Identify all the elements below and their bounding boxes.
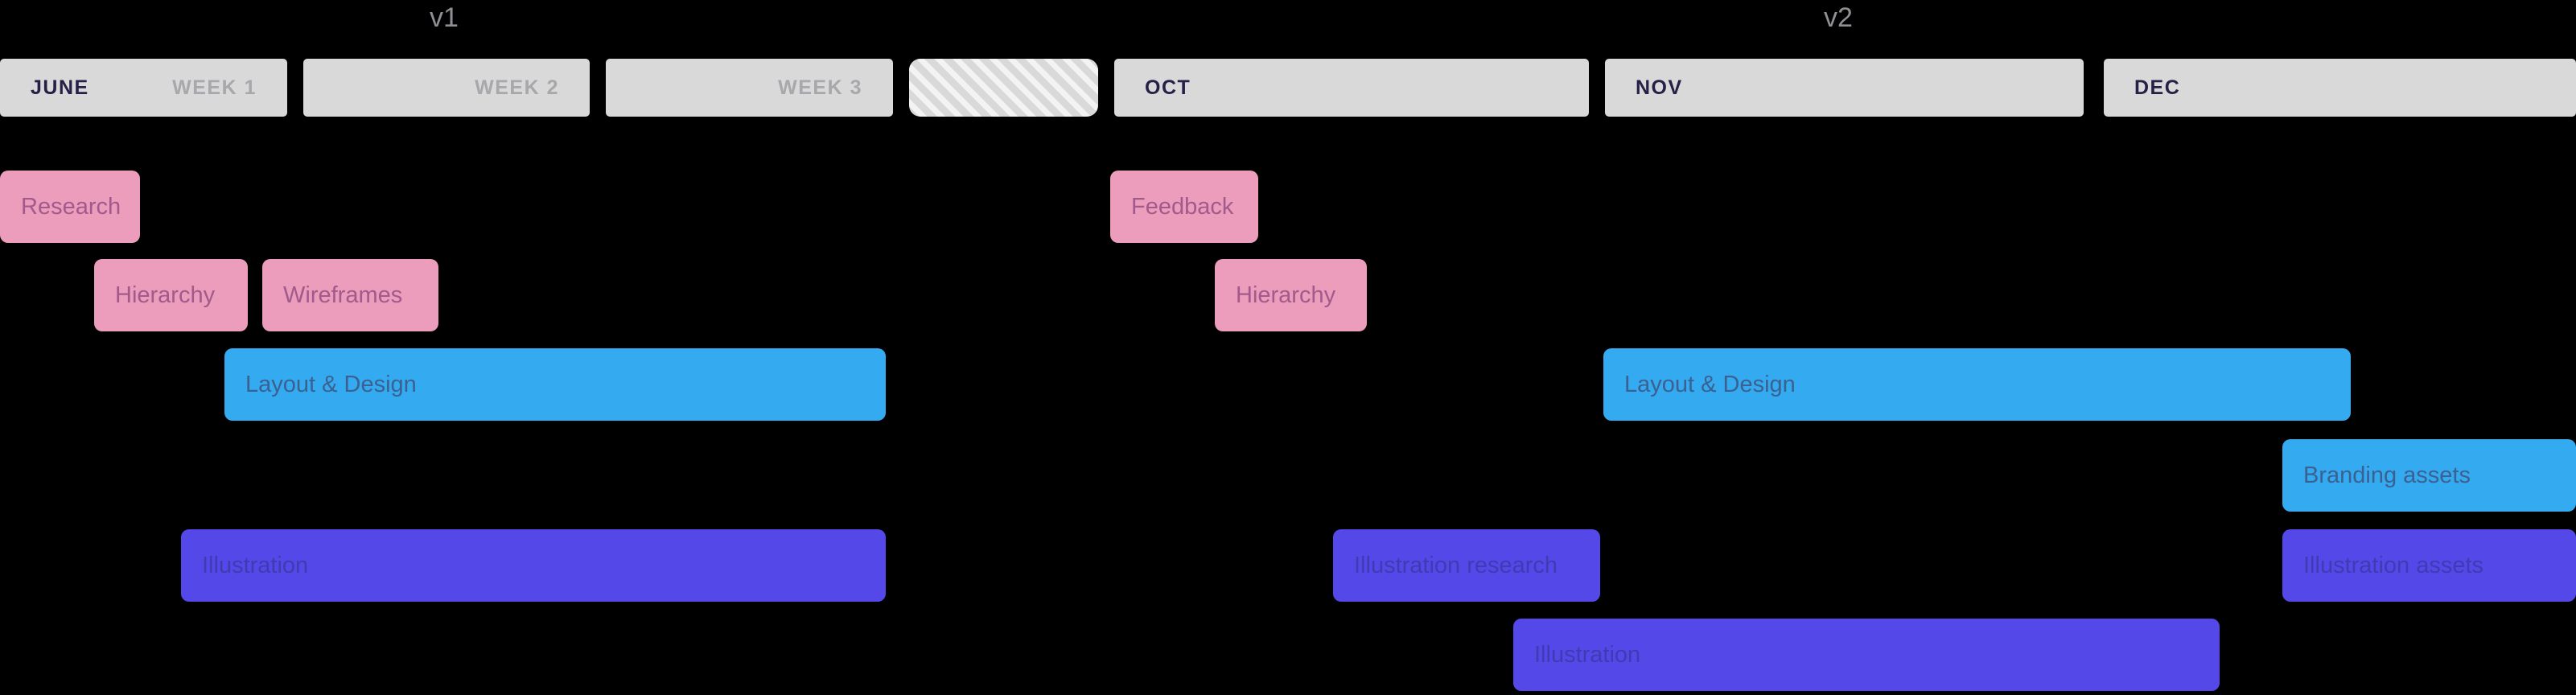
week-label: WEEK 1 <box>172 76 257 99</box>
timeline-header-hatched-gap <box>909 59 1098 117</box>
month-label: DEC <box>2134 76 2181 99</box>
task-bar-illustration[interactable]: Illustration <box>1513 619 2220 691</box>
task-bar-layout-design[interactable]: Layout & Design <box>224 348 886 421</box>
task-bar-illustration[interactable]: Illustration <box>181 529 886 602</box>
timeline-header-oct: OCT <box>1114 59 1589 117</box>
section-label-v1: v1 <box>430 2 459 33</box>
task-label: Layout & Design <box>1624 371 1796 397</box>
task-bar-hierarchy[interactable]: Hierarchy <box>94 259 248 331</box>
month-label: OCT <box>1145 76 1191 99</box>
task-label: Feedback <box>1131 193 1234 220</box>
task-label: Branding assets <box>2303 462 2471 488</box>
task-bar-illustration-research[interactable]: Illustration research <box>1333 529 1600 602</box>
task-label: Hierarchy <box>115 282 216 308</box>
task-label: Illustration <box>202 552 309 578</box>
timeline-header-week-3: WEEK 3 <box>606 59 893 117</box>
month-label: JUNE <box>31 76 89 99</box>
task-label: Illustration assets <box>2303 552 2484 578</box>
month-label: NOV <box>1636 76 1683 99</box>
task-label: Illustration <box>1534 641 1641 668</box>
week-label: WEEK 3 <box>778 76 862 99</box>
task-bar-research[interactable]: Research <box>0 171 140 243</box>
week-label: WEEK 2 <box>475 76 559 99</box>
task-label: Wireframes <box>283 282 403 308</box>
task-bar-wireframes[interactable]: Wireframes <box>262 259 438 331</box>
task-label: Research <box>21 193 121 220</box>
timeline-header-june: JUNE WEEK 1 <box>0 59 287 117</box>
task-bar-layout-design[interactable]: Layout & Design <box>1603 348 2351 421</box>
timeline-header-dec: DEC <box>2104 59 2576 117</box>
task-label: Layout & Design <box>245 371 417 397</box>
task-label: Illustration research <box>1354 552 1558 578</box>
timeline-header-nov: NOV <box>1605 59 2084 117</box>
task-bar-illustration-assets[interactable]: Illustration assets <box>2282 529 2576 602</box>
task-bar-branding-assets[interactable]: Branding assets <box>2282 439 2576 512</box>
section-label-v2: v2 <box>1824 2 1853 33</box>
timeline-header-week-2: WEEK 2 <box>303 59 590 117</box>
task-bar-hierarchy[interactable]: Hierarchy <box>1215 259 1367 331</box>
task-bar-feedback[interactable]: Feedback <box>1110 171 1258 243</box>
task-label: Hierarchy <box>1236 282 1336 308</box>
